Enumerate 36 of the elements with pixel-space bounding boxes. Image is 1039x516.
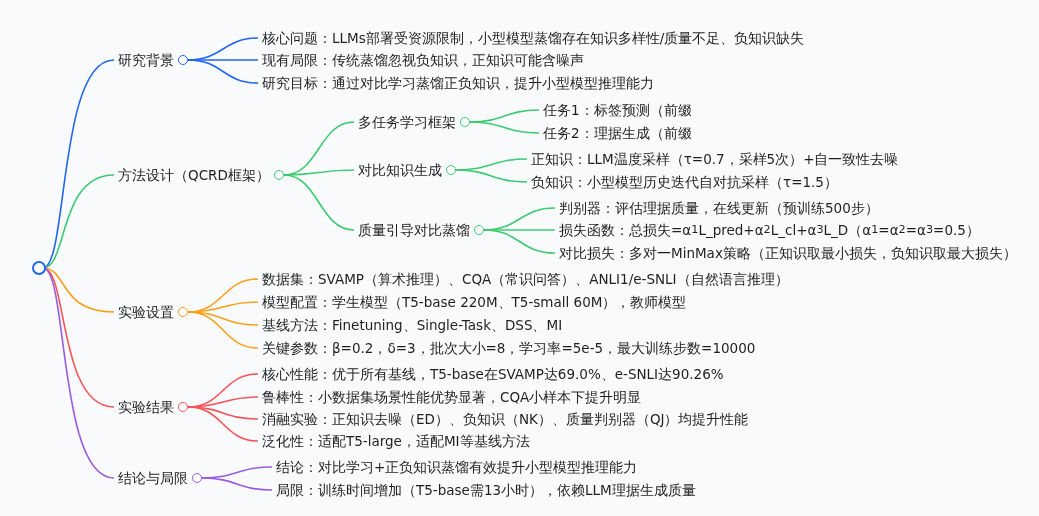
leaf-text: 现有局限：传统蒸馏忽视负知识，正知识可能含噪声 — [262, 51, 584, 69]
leaf-text: 核心问题：LLMs部署受资源限制，小型模型蒸馏存在知识多样性/质量不足、负知识缺失 — [262, 29, 805, 47]
branch-line — [283, 174, 355, 231]
leaf-text: 关键参数：β=0.2，δ=3，批次大小=8，学习率=5e-5，最大训练步数=10000 — [262, 339, 756, 357]
leaf-text: 结论：对比学习+正负知识蒸馏有效提升小型模型推理能力 — [276, 458, 638, 476]
branch-line — [187, 311, 259, 349]
topic-label: 方法设计（QCRD框架） — [118, 166, 270, 184]
topic-label: 结论与局限 — [118, 469, 188, 487]
branch-line — [483, 229, 556, 254]
leaf-text: 消融实验：正知识去噪（ED）、负知识（NK）、质量判别器（QJ）均提升性能 — [262, 410, 749, 428]
branch-line — [187, 406, 259, 442]
leaf-text: 基线方法：Finetuning、Single-Task、DSS、MI — [262, 316, 563, 334]
leaf-text: 研究目标：通过对比学习蒸馏正负知识，提升小型模型推理能力 — [262, 74, 654, 92]
topic-label: 多任务学习框架 — [358, 113, 456, 131]
leaf-text: 任务1：标签预测（前缀 — [543, 101, 692, 119]
leaf-text: 局限：训练时间增加（T5-base需13小时），依赖LLM理据生成质量 — [276, 481, 696, 499]
leaf-text: 任务2：理据生成（前缀 — [543, 124, 692, 142]
leaf-text: 泛化性：适配T5-large，适配MI等基线方法 — [262, 432, 530, 450]
leaf-text: 负知识：小型模型历史迭代自对抗采样（τ=1.5） — [531, 173, 838, 191]
topic-label: 对比知识生成 — [358, 161, 442, 179]
leaf-text: 正知识：LLM温度采样（τ=0.7，采样5次）+自一致性去噪 — [531, 150, 899, 168]
branch-line — [187, 59, 259, 84]
leaf-text: 判别器：评估理据质量，在线更新（预训练500步） — [559, 199, 879, 217]
leaf-text: 核心性能：优于所有基线，T5-base在SVAMP达69.0%、e-SNLI达90.26% — [262, 365, 724, 383]
leaf-text: 对比损失：多对一MinMax策略（正知识取最小损失，负知识取最大损失） — [559, 244, 1017, 262]
topic-label: 实验结果 — [118, 398, 174, 416]
branch-line — [455, 169, 528, 183]
branch-line — [201, 477, 273, 491]
leaf-text: 鲁棒性：小数据集场景性能优势显著，CQA小样本下提升明显 — [262, 388, 642, 406]
topic-label: 实验设置 — [118, 303, 174, 321]
topic-label: 质量引导对比蒸馏 — [358, 221, 470, 239]
branch-line — [469, 121, 540, 134]
topic-label: 研究背景 — [118, 51, 174, 69]
leaf-text: 模型配置：学生模型（T5-base 220M、T5-small 60M），教师模型 — [262, 293, 687, 311]
leaf-text: 数据集：SVAMP（算术推理）、CQA（常识问答）、ANLI1/e-SNLI（自然语言推理） — [262, 270, 789, 288]
root-circle — [32, 261, 46, 275]
